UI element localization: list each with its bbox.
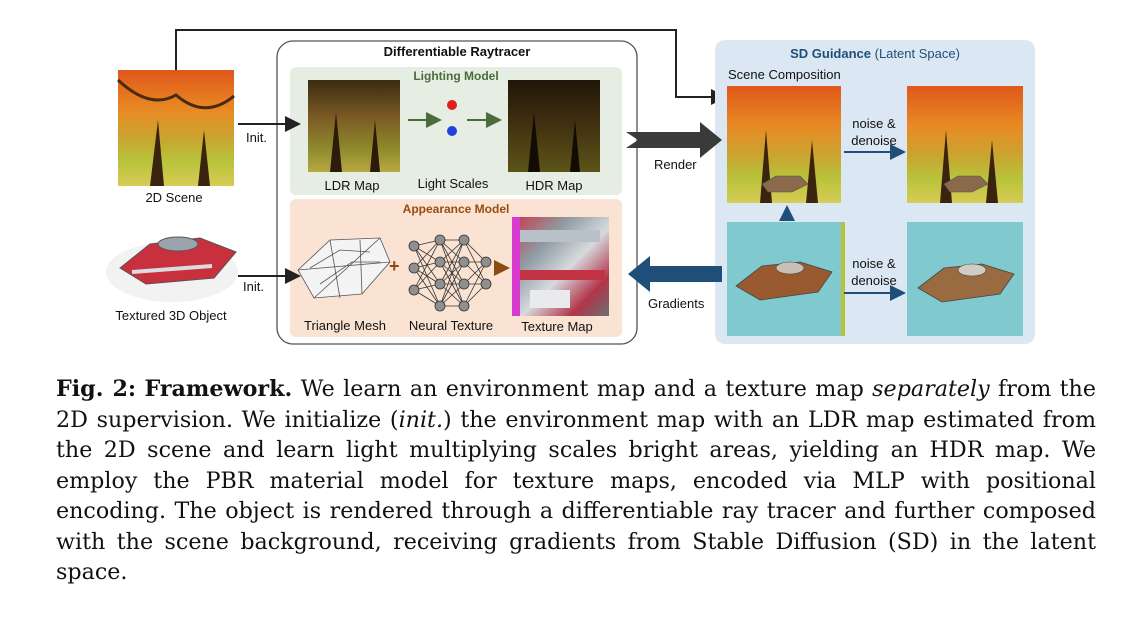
denoised-object-image (907, 222, 1023, 336)
scene-2d-image (116, 70, 235, 186)
neural-texture-diagram (408, 234, 492, 312)
init-label-top: Init. (246, 130, 267, 145)
raytracer-title: Differentiable Raytracer (383, 44, 531, 59)
noise-bot-line-2: denoise (851, 273, 897, 288)
plus-sign-1: + (389, 256, 400, 276)
noise-denoise-bottom: noise & denoise (851, 255, 897, 289)
caption-emphasis-2: init. (398, 406, 444, 433)
lighting-model-title: Lighting Model (413, 69, 499, 83)
triangle-mesh-label: Triangle Mesh (304, 318, 386, 333)
scene-composition-image (727, 86, 841, 203)
blue-light-dot (447, 126, 457, 136)
scene-composition-label: Scene Composition (728, 67, 841, 82)
gradients-label: Gradients (648, 296, 705, 311)
noise-top-line-2: denoise (851, 133, 897, 148)
caption-title: Framework. (144, 376, 293, 402)
texture-map-label: Texture Map (521, 319, 593, 334)
caption-label: Fig. 2: (56, 376, 137, 402)
red-light-dot (447, 100, 457, 110)
caption-emphasis-1: separately (872, 376, 990, 402)
caption-text-2: from the 2D supervision. We initialize ( (56, 376, 1096, 433)
scene-to-sd-connector (175, 29, 727, 105)
sd-guidance-suffix: (Latent Space) (871, 46, 960, 61)
ldr-map-label: LDR Map (324, 178, 380, 193)
init-label-bottom: Init. (243, 279, 264, 294)
appearance-model-title: Appearance Model (402, 202, 510, 216)
figure-caption: Fig. 2: Framework. We learn an environme… (56, 374, 1096, 588)
sd-guidance-bold: SD Guidance (790, 46, 872, 61)
object-3d-image (106, 236, 238, 302)
denoised-scene-image (907, 86, 1023, 203)
triangle-mesh-image (297, 237, 391, 299)
rendered-object-image (727, 222, 845, 336)
ldr-map-image (308, 80, 400, 172)
light-scales-label: Light Scales (417, 176, 489, 191)
scene-2d-label: 2D Scene (145, 190, 203, 205)
object-3d-label: Textured 3D Object (115, 308, 227, 323)
render-arrow (626, 122, 722, 158)
hdr-map-label: HDR Map (525, 178, 583, 193)
noise-denoise-top: noise & denoise (851, 115, 897, 149)
sd-guidance-title: SD Guidance (Latent Space) (790, 46, 960, 61)
render-label: Render (654, 157, 697, 172)
caption-text-3: ) the environment map with an LDR map es… (56, 406, 1097, 586)
caption-text-1: We learn an environment map and a textur… (292, 376, 873, 402)
noise-top-line-1: noise & (852, 116, 896, 131)
hdr-map-image (508, 80, 600, 172)
noise-bot-line-1: noise & (852, 256, 896, 271)
gradients-arrow (628, 256, 722, 292)
neural-texture-label: Neural Texture (408, 318, 494, 333)
